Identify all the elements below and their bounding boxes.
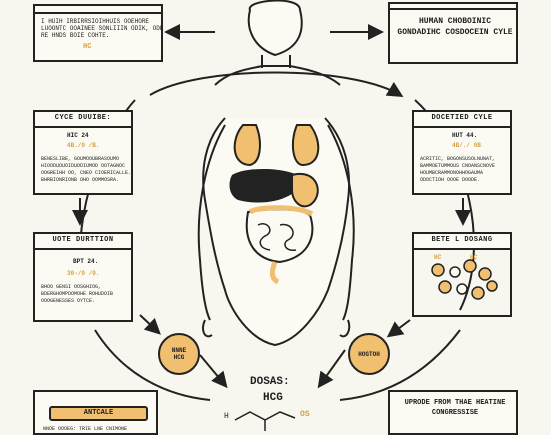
top-right-title: HUMAN CHOBOINIC GONDADIHC COSDOCEIN CYLE <box>397 17 513 37</box>
stomach-shape <box>291 172 319 208</box>
molecule-cluster-right <box>431 259 498 300</box>
top-arc-arrow <box>149 71 404 98</box>
docted-cycle-box: DOCETIED CYLE HUT 44. 4B/./ 0B ACRITIC, … <box>412 110 512 195</box>
bottom-right-box: UPRODE FROM THAE HEATINE CONGRESSISE <box>388 390 518 435</box>
docted-cycle-line-4: ODOCTIOH OOOE DOODE. <box>420 177 481 183</box>
left-lung-shape <box>233 124 261 167</box>
cycle-duration-code: HIC 24 <box>67 132 89 139</box>
dote-duration-line-2: BDERGHOMPDOMOHE ROHUDOIB <box>41 291 114 297</box>
dosage-atom-h: H <box>224 412 229 421</box>
beta-dosing-hc-label-1: HC <box>434 254 442 261</box>
top-right-header <box>388 2 518 10</box>
bottom-right-title: UPRODE FROM THAE HEATINE CONGRESSISE <box>404 399 506 417</box>
dosage-subtitle: HCG <box>263 392 283 404</box>
anticale-label: ANTCALE <box>83 409 114 417</box>
bottom-left-box: ANTCALE NNOE OOOEG: TRIE LNE CNIMONE <box>33 390 158 435</box>
arrow-to-right-circle <box>386 319 411 338</box>
cycle-duration-line-3: OOGREIHH OO, CNEO CIOERICALLE. <box>41 170 132 176</box>
cycle-duration-line-4: BHRBIONRIONB OHO OOMMOSRA. <box>41 177 120 183</box>
hcg-circle-left-label1: NNNE <box>171 347 187 354</box>
cycle-duration-box: CYCE DUUIBE: HIC 24 4B./0 /B. BENESLIBE,… <box>33 110 133 195</box>
beta-dosing-box: BETE L DOSANG HC HC <box>412 232 512 317</box>
dote-duration-line-3: OOOGENESSES OYTCE. <box>41 298 96 304</box>
docted-cycle-line-2: BAMMOETUMMOUS CNOANSCNOVE <box>420 163 496 169</box>
top-left-line-2: LUOONTC OOAINEE SONLIIIN ODIK, ODE <box>41 25 164 32</box>
right-lung-shape <box>291 124 320 167</box>
bottom-right-arc <box>339 329 461 401</box>
hogtoh-circle-right: HOGTOH <box>348 333 390 375</box>
beta-dosing-header: BETE L DOSANG <box>412 232 512 250</box>
dote-duration-line-1: BHOO GENSI OOSGHIOG, <box>41 284 102 290</box>
top-left-hcg: HC <box>83 43 92 51</box>
dote-duration-code: BPT 24. <box>73 258 99 265</box>
docted-cycle-line-3: HOUMBCRAMMONOHHOGAUMA <box>420 170 484 176</box>
cycle-duration-line-2: HIOODUOUOIDUODIUMOD OOTAGNOC <box>41 163 126 169</box>
beta-dosing-hc-label-2: HC <box>470 254 478 261</box>
arrow-to-left-circle <box>139 314 161 335</box>
hcg-circle-left: NNNE HCG <box>158 333 200 375</box>
docted-cycle-value: 4B/./ 0B <box>452 142 481 149</box>
cycle-duration-value: 4B./0 /B. <box>67 142 100 149</box>
cycle-duration-line-1: BENESLIBE, GOUMOOUBRASOUMO <box>41 156 120 162</box>
arrow-from-right <box>317 349 346 389</box>
chem-structure <box>234 411 296 431</box>
bottom-left-line-1: NNOE OOOEG: TRIE LNE CNIMONE <box>43 426 128 432</box>
bottom-left-arc <box>94 329 211 401</box>
top-left-line-1: I HUIH IRBIRRSIOIHHUIS OOEHORE <box>41 18 150 25</box>
arrow-to-dosage <box>199 354 228 389</box>
top-left-header <box>33 4 163 14</box>
docted-cycle-header: DOCETIED CYLE <box>412 110 512 128</box>
anticale-label-bar: ANTCALE <box>49 406 148 421</box>
top-left-line-3: RE HNDS BOIE COHTE. <box>41 32 110 39</box>
hcg-circle-left-label2: HCG <box>173 354 185 361</box>
docted-cycle-code: HUT 44. <box>452 132 478 139</box>
dote-duration-header: UOTE DURTTION <box>33 232 133 250</box>
top-right-title-box: HUMAN CHOBOINIC GONDADIHC COSDOCEIN CYLE <box>388 2 518 64</box>
liver-shape <box>229 168 302 203</box>
cycle-duration-header: CYCE DUUIBE: <box>33 110 133 128</box>
top-left-info-box: I HUIH IRBIRRSIOIHHUIS OOEHORE LUOONTC O… <box>33 4 163 62</box>
dote-duration-box: UOTE DURTTION BPT 24. 30-/0 /0. BHOO GEN… <box>33 232 133 322</box>
hogtoh-circle-label: HOGTOH <box>358 351 380 358</box>
dosage-title: DOSAS: <box>250 376 290 388</box>
dote-duration-value: 30-/0 /0. <box>67 270 100 277</box>
docted-cycle-line-1: ACRITIC, BOGONSUSOLNUNAT, <box>420 156 496 162</box>
dosage-atom-os: OS <box>300 410 310 419</box>
